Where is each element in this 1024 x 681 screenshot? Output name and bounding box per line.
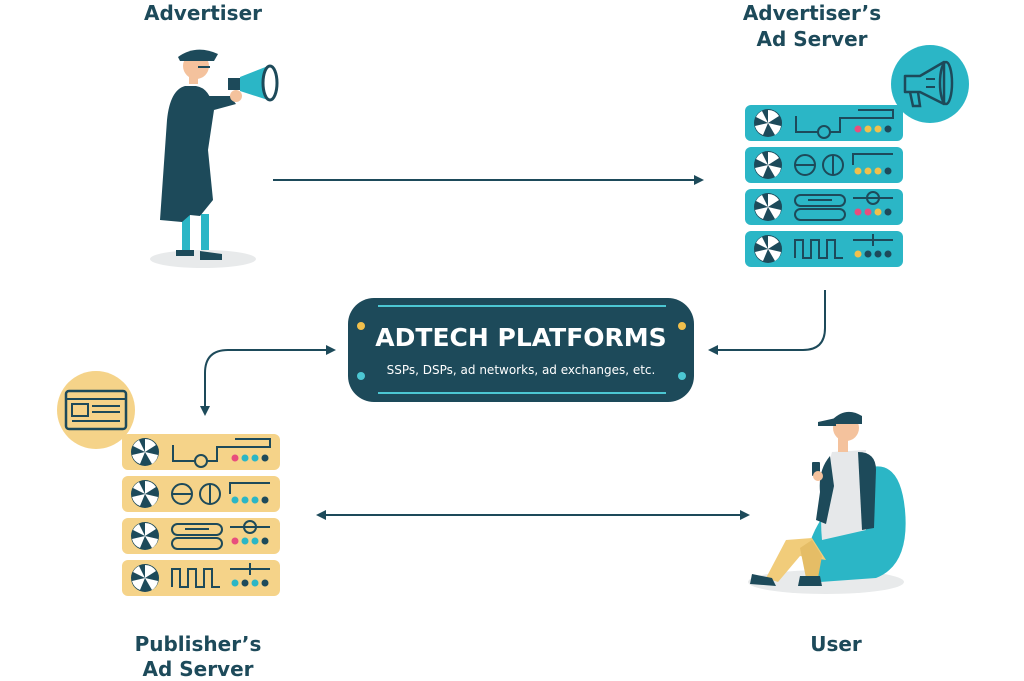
advertiser-ad-server-label-line1: Advertiser’s xyxy=(743,1,881,25)
publisher-ad-server-label-line1: Publisher’s xyxy=(135,632,262,656)
adtech-platforms-title: ADTECH PLATFORMS xyxy=(375,323,666,352)
adtech-platforms-subtitle: SSPs, DSPs, ad networks, ad exchanges, e… xyxy=(387,363,656,377)
advertiser-ad-server-label-line2: Ad Server xyxy=(756,27,867,51)
server-unit xyxy=(122,518,280,554)
arrow-adserver-to-platforms xyxy=(708,290,826,355)
megaphone-icon xyxy=(891,45,969,123)
publisher-ad-server-label-line2: Ad Server xyxy=(142,657,253,681)
user-figure xyxy=(748,411,906,594)
publisher-ad-server xyxy=(57,371,280,596)
server-unit xyxy=(745,189,903,225)
server-unit xyxy=(122,476,280,512)
server-unit xyxy=(122,560,280,596)
advertiser-label: Advertiser xyxy=(144,1,262,25)
megaphone-icon xyxy=(228,64,279,102)
server-unit xyxy=(745,231,903,267)
server-unit xyxy=(745,147,903,183)
advertiser-figure xyxy=(150,49,279,268)
advertiser-ad-server xyxy=(745,45,969,267)
adtech-platforms-box: ADTECH PLATFORMS SSPs, DSPs, ad networks… xyxy=(348,298,694,402)
user-label: User xyxy=(810,632,862,656)
webpage-icon xyxy=(57,371,135,449)
arrow-platforms-to-publisher xyxy=(200,345,336,416)
server-unit xyxy=(122,434,280,470)
server-unit xyxy=(745,105,903,141)
